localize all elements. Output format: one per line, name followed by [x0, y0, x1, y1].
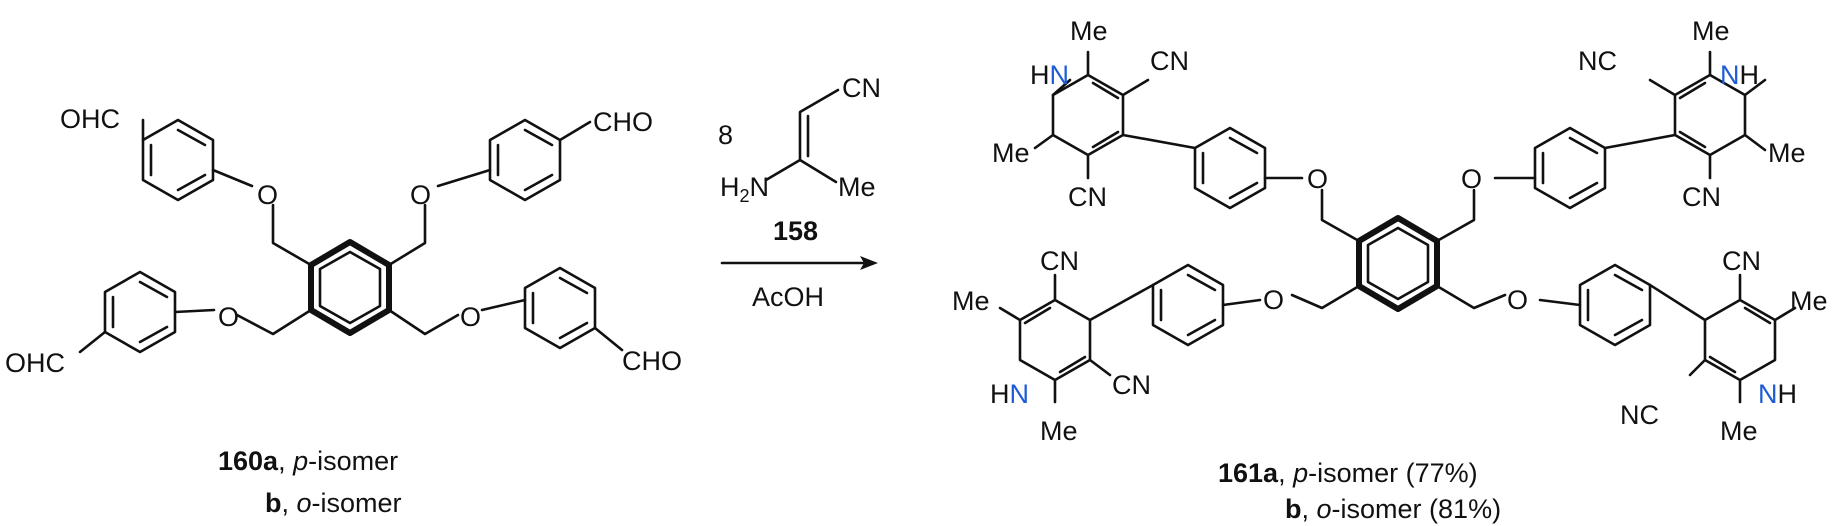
aryl-ring: [1493, 126, 1607, 210]
methyl: Me: [1692, 16, 1730, 46]
dihydropyridine-ring: [1648, 273, 1797, 404]
dihydropyridine-ring: [1033, 50, 1197, 180]
reaction-arrow: [720, 256, 878, 270]
methyl: Me: [952, 286, 990, 316]
aryl-ring: [1538, 263, 1652, 347]
nh-group: HN: [990, 379, 1029, 409]
nitrile-cn: CN: [1722, 246, 1761, 276]
nitrile-cn: CN: [1068, 182, 1107, 212]
nitrile-cn: CN: [1682, 182, 1721, 212]
formyl-cho: CHO: [593, 107, 653, 137]
formyl-cho: CHO: [622, 346, 682, 376]
nh-group: NH: [1758, 379, 1797, 409]
atom-o: O: [410, 180, 431, 210]
nitrile-cn: CN: [1040, 246, 1079, 276]
nitrile-nc: NC: [1620, 400, 1659, 430]
dihydropyridine-ring: [1603, 50, 1767, 180]
methyl: Me: [1040, 416, 1078, 446]
atom-o: O: [1461, 164, 1482, 194]
nh-group: NH: [1720, 60, 1759, 90]
reactant-160: O O O O OHC CHO OHC: [5, 104, 682, 378]
reactant-core-ring: [308, 239, 392, 336]
aryl-ring: [141, 118, 254, 202]
aryl-ring: [78, 270, 216, 354]
atom-o: O: [460, 302, 481, 332]
formyl-ohc: OHC: [5, 348, 65, 378]
product-label-b: b, o-isomer (81%): [1285, 494, 1501, 524]
aryl-ring: [1193, 126, 1304, 210]
methyl: Me: [1790, 286, 1828, 316]
reagent-me: Me: [838, 172, 876, 202]
nitrile-cn: CN: [1150, 46, 1189, 76]
reaction-conditions: AcOH: [752, 282, 824, 312]
methyl: Me: [1720, 416, 1758, 446]
aryl-ring: [480, 266, 624, 352]
nitrile-nc: NC: [1578, 46, 1617, 76]
atom-o: O: [1307, 164, 1328, 194]
nitrile-cn: CN: [1112, 370, 1151, 400]
aryl-ring: [436, 118, 592, 202]
reagent-158: 8 CN H2N Me 158: [718, 73, 881, 246]
methyl: Me: [1070, 16, 1108, 46]
atom-o: O: [218, 302, 239, 332]
reagent-cn: CN: [842, 73, 881, 103]
product-161: O O O O Me CN HN Me CN Me NC NH Me CN: [952, 16, 1828, 446]
formyl-ohc: OHC: [60, 104, 120, 134]
aryl-ring: [1151, 263, 1262, 347]
reagent-equiv: 8: [718, 120, 733, 150]
product-core-ring: [1356, 215, 1440, 312]
reactant-label: 160a, p-isomer: [218, 446, 398, 476]
methyl: Me: [992, 138, 1030, 168]
dihydropyridine-ring: [998, 273, 1155, 404]
atom-o: O: [1263, 285, 1284, 315]
atom-o: O: [257, 180, 278, 210]
reactant-label-b: b, o-isomer: [265, 488, 402, 518]
reagent-id: 158: [773, 216, 818, 246]
methyl: Me: [1768, 138, 1806, 168]
reagent-h2n: H2N: [720, 172, 769, 206]
atom-o: O: [1507, 285, 1528, 315]
product-label: 161a, p-isomer (77%): [1218, 458, 1478, 488]
nh-group: HN: [1030, 60, 1069, 90]
